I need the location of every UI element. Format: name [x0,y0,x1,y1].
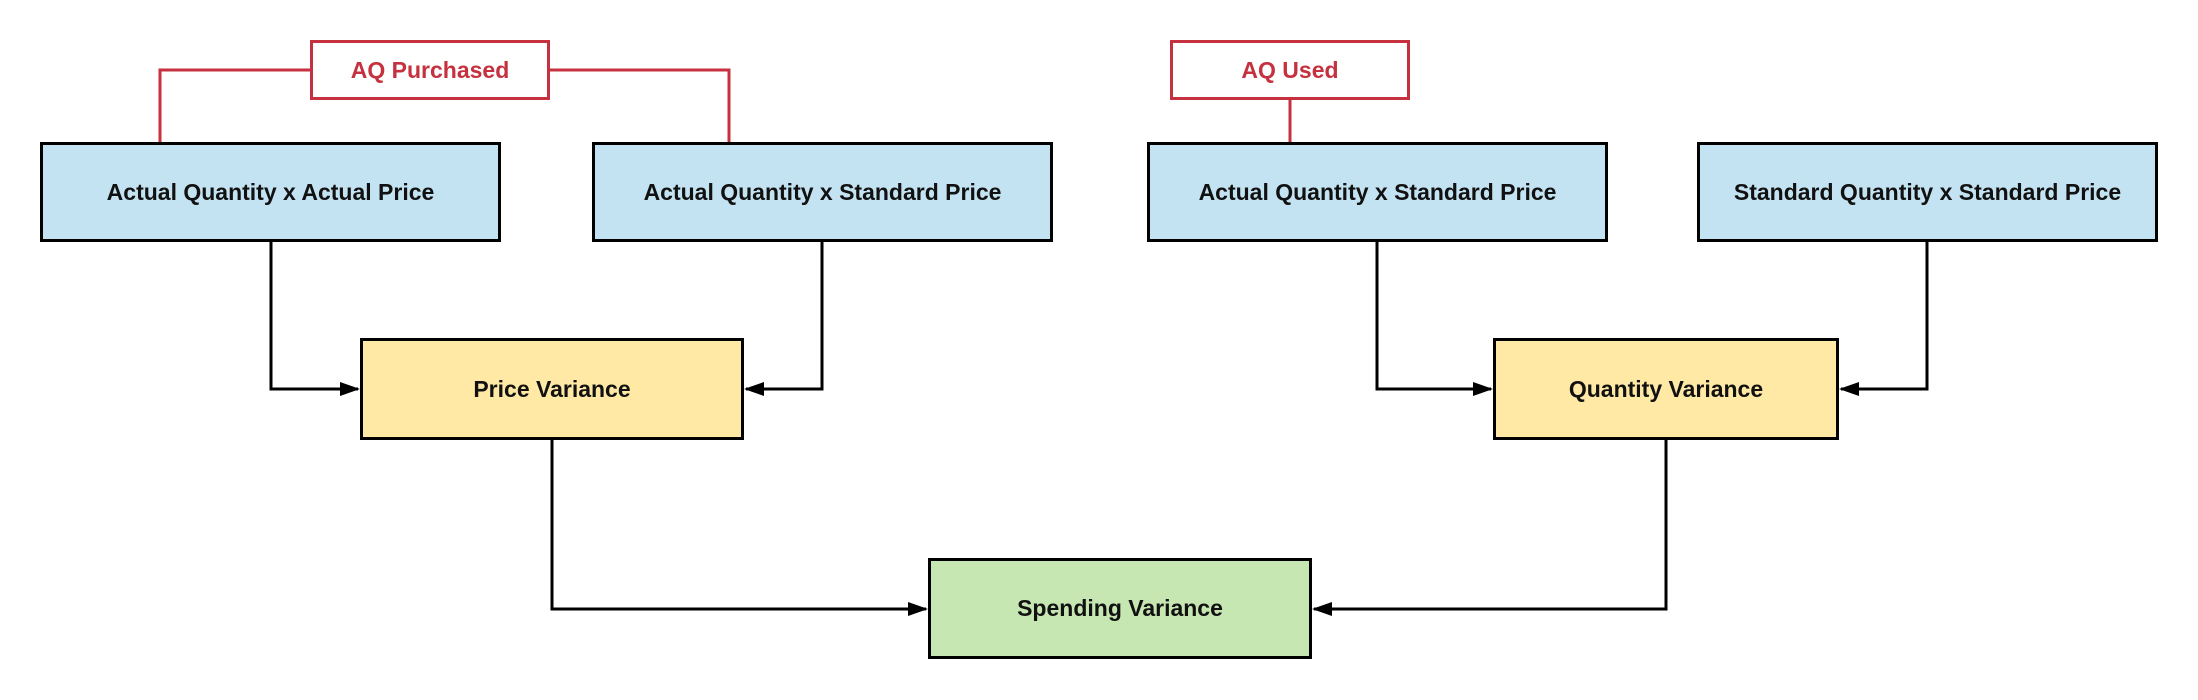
edge-price-variance-to-spending-variance [550,440,928,616]
node-quantity-variance: Quantity Variance [1493,338,1839,440]
node-actual-quantity-x-standard-price-purchased-label: Actual Quantity x Standard Price [643,178,1002,205]
node-aq-purchased-label: AQ Purchased [350,56,510,83]
node-spending-variance: Spending Variance [928,558,1312,659]
node-actual-quantity-x-actual-price-label: Actual Quantity x Actual Price [106,178,435,205]
node-aq-purchased: AQ Purchased [310,40,550,100]
edge-sq-x-sp-to-quantity-variance [1839,242,1929,396]
edge-aq-x-sp-purchased-to-price-variance [744,242,824,396]
node-actual-quantity-x-actual-price: Actual Quantity x Actual Price [40,142,501,242]
node-price-variance: Price Variance [360,338,744,440]
node-quantity-variance-label: Quantity Variance [1568,375,1764,402]
edge-aq-x-sp-used-to-quantity-variance [1375,242,1493,396]
node-standard-quantity-x-standard-price-label: Standard Quantity x Standard Price [1733,178,2122,205]
node-actual-quantity-x-standard-price-used-label: Actual Quantity x Standard Price [1198,178,1557,205]
node-aq-used-label: AQ Used [1241,56,1339,83]
node-spending-variance-label: Spending Variance [1017,595,1223,621]
node-standard-quantity-x-standard-price: Standard Quantity x Standard Price [1697,142,2158,242]
node-price-variance-label: Price Variance [473,375,631,402]
node-actual-quantity-x-standard-price-used: Actual Quantity x Standard Price [1147,142,1608,242]
node-aq-used: AQ Used [1170,40,1410,100]
edge-aq-x-ap-to-price-variance [269,242,360,396]
edge-quantity-variance-to-spending-variance [1312,440,1668,616]
node-actual-quantity-x-standard-price-purchased: Actual Quantity x Standard Price [592,142,1053,242]
